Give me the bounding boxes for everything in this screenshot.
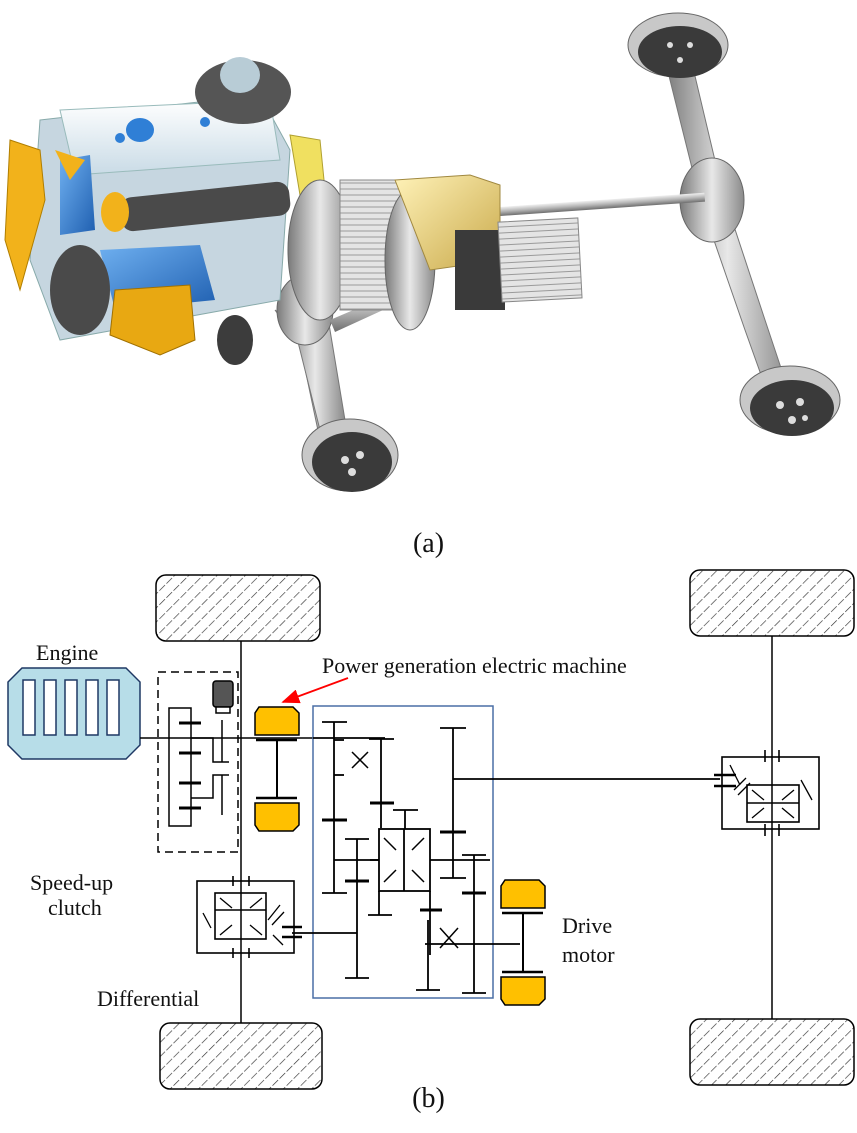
power-generation-arrow xyxy=(281,677,349,704)
gearbox-gears xyxy=(292,721,720,994)
powertrain-schematic: Engine Speed-up clutch xyxy=(7,569,855,1090)
pulley-top xyxy=(195,57,291,124)
intake-pipe xyxy=(120,181,291,232)
fan xyxy=(4,139,85,292)
wheel-front-right xyxy=(159,1022,323,1090)
wheel-front-left xyxy=(155,574,321,642)
label-engine: Engine xyxy=(36,640,98,665)
front-differential xyxy=(196,876,302,958)
propeller-shaft xyxy=(499,192,706,216)
powertrain-3d-illustration xyxy=(4,12,841,492)
label-speed-up-2: clutch xyxy=(48,895,102,920)
caption-b: (b) xyxy=(412,1083,445,1114)
wheel-rear-left xyxy=(689,569,855,637)
engine-mount-bracket xyxy=(109,284,196,356)
label-power-generation: Power generation electric machine xyxy=(322,653,627,678)
engine-3d xyxy=(4,57,326,365)
panel-a-3d-render: (a) xyxy=(0,0,857,559)
drive-motor xyxy=(500,879,546,1006)
rear-differential xyxy=(714,750,820,836)
caption-a: (a) xyxy=(412,528,445,559)
transmission-3d xyxy=(287,174,583,331)
label-drive-motor-2: motor xyxy=(562,942,615,967)
speed-up-clutch xyxy=(157,671,239,853)
label-speed-up-1: Speed-up xyxy=(30,870,113,895)
panel-b-schematic: Engine Speed-up clutch xyxy=(0,560,857,1133)
gearbox-frame xyxy=(312,705,494,999)
rear-wheel-top xyxy=(627,12,729,78)
front-wheel xyxy=(301,418,399,492)
label-drive-motor-1: Drive xyxy=(562,913,612,938)
label-differential: Differential xyxy=(97,986,199,1011)
power-generation-machine xyxy=(254,706,300,832)
engine-symbol xyxy=(7,667,141,760)
rear-wheel-bottom xyxy=(739,365,841,436)
rear-axle xyxy=(627,12,841,436)
wheel-rear-right xyxy=(689,1018,855,1086)
